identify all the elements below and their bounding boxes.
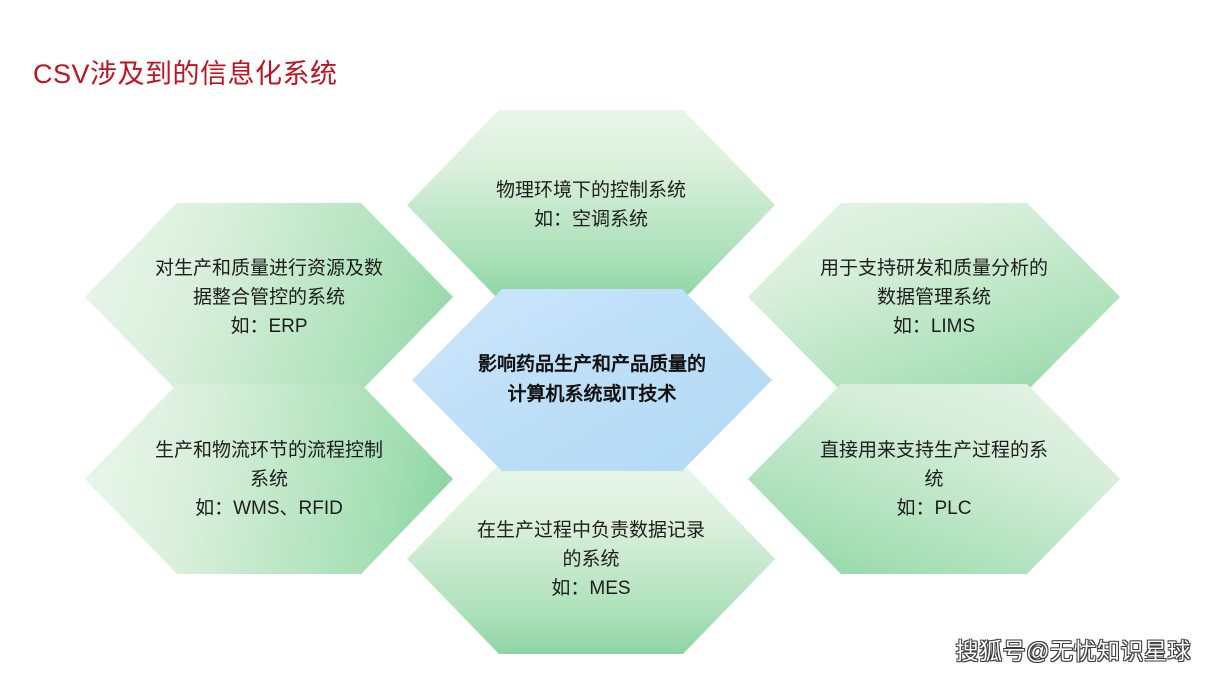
hex-label-lower-left: 生产和物流环节的流程控制 系统 如：WMS、RFID [154, 439, 383, 519]
hex-label-upper-left: 对生产和质量进行资源及数 据整合管控的系统 如：ERP [154, 257, 383, 337]
hex-label-upper-right: 用于支持研发和质量分析的 数据管理系统 如：LIMS [819, 257, 1048, 337]
hex-label-lower-right: 直接用来支持生产过程的系 统 如：PLC [819, 439, 1048, 519]
hex-node-upper-right-lims[interactable]: 用于支持研发和质量分析的 数据管理系统 如：LIMS [748, 203, 1120, 391]
hex-label-top: 物理环境下的控制系统 如：空调系统 [495, 180, 686, 230]
watermark-text: 搜狐号@无忧知识星球 [955, 638, 1191, 664]
page-title: CSV涉及到的信息化系统 [33, 59, 338, 89]
hex-node-lower-right-plc[interactable]: 直接用来支持生产过程的系 统 如：PLC [748, 384, 1120, 574]
hex-node-center[interactable]: 影响药品生产和产品质量的 计算机系统或IT技术 [412, 289, 772, 471]
hex-node-top-control-system[interactable]: 物理环境下的控制系统 如：空调系统 [407, 110, 775, 300]
hex-label-bottom: 在生产过程中负责数据记录 的系统 如：MES [476, 519, 705, 599]
hex-node-bottom-mes[interactable]: 在生产过程中负责数据记录 的系统 如：MES [407, 464, 775, 654]
hex-label-center: 影响药品生产和产品质量的 计算机系统或IT技术 [477, 354, 706, 405]
hex-node-lower-left-wms-rfid[interactable]: 生产和物流环节的流程控制 系统 如：WMS、RFID [85, 384, 453, 574]
hex-node-upper-left-erp[interactable]: 对生产和质量进行资源及数 据整合管控的系统 如：ERP [85, 203, 453, 391]
